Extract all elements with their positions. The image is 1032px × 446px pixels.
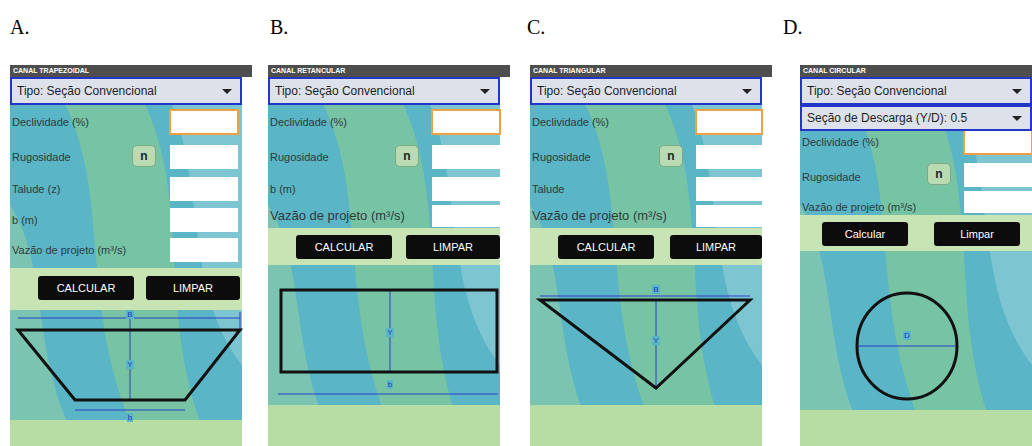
dropdown-arrow — [742, 89, 752, 94]
panel-letter: C. — [527, 16, 545, 39]
screen-b-background — [268, 65, 500, 446]
dropdown: Tipo: Seção Convencional — [800, 77, 1032, 105]
roughness-button: n — [395, 145, 419, 167]
screen-title: CANAL RETANCULAR — [268, 65, 510, 77]
dimension-label: B — [126, 310, 133, 319]
action-button: Calcular — [822, 222, 908, 246]
action-button: LIMPAR — [406, 235, 500, 259]
field-label: Vazão de projeto (m³/s) — [270, 209, 405, 224]
button-label: n — [935, 167, 942, 181]
dropdown-text: Tipo: Seção Convencional — [802, 84, 947, 98]
dropdown-text: Tipo: Seção Convencional — [532, 84, 677, 98]
app-screen: CANAL CIRCULAR Tipo: Seção ConvencionalSe… — [800, 65, 1032, 446]
dropdown: Tipo: Seção Convencional — [530, 77, 762, 105]
dropdown-text: Seção de Descarga (Y/D): 0.5 — [802, 111, 967, 125]
trapezoid-section — [18, 312, 240, 410]
screen-title: CANAL TRAPEZOIDAL — [10, 65, 252, 77]
field-label: Talude — [532, 183, 564, 196]
roughness-button: n — [132, 145, 156, 167]
action-button: CALCULAR — [296, 235, 392, 259]
button-label: CALCULAR — [577, 241, 636, 253]
panel-letter: D. — [783, 16, 802, 39]
action-button: LIMPAR — [146, 276, 240, 300]
triangular-section — [540, 296, 750, 388]
button-label: Limpar — [960, 228, 994, 240]
panel-letter: B. — [270, 16, 288, 39]
button-label: LIMPAR — [433, 241, 473, 253]
dimension-label: D — [903, 331, 911, 340]
circular-section — [857, 293, 957, 399]
field-label: Vazão de projeto (m³/s) — [802, 201, 916, 214]
field-label: Rugosidade — [12, 151, 71, 164]
field-label: Vazão de projeto (m³/s) — [12, 244, 126, 257]
screen-d-background — [800, 65, 1032, 446]
button-label: Calcular — [845, 228, 885, 240]
rectangular-section — [278, 290, 498, 394]
dropdown-text: Tipo: Seção Convencional — [270, 84, 415, 98]
action-button: CALCULAR — [558, 235, 654, 259]
dimension-label: b — [387, 380, 393, 389]
dimension-label: b — [127, 413, 133, 422]
button-label: n — [140, 149, 147, 163]
dropdown-arrow — [222, 89, 232, 94]
field-label: b (m) — [12, 214, 38, 227]
field-label: Talude (z) — [12, 183, 60, 196]
dimension-label: Y — [126, 360, 133, 369]
field-label: Declividade (%) — [802, 136, 879, 149]
screen-a-background — [10, 65, 242, 446]
dimension-label: B — [652, 285, 659, 294]
dropdown: Tipo: Seção Convencional — [268, 77, 500, 105]
field-label: Vazão de projeto (m³/s) — [532, 209, 667, 224]
dimension-label: Y — [652, 336, 659, 345]
button-label: n — [403, 149, 410, 163]
dropdown: Tipo: Seção Convencional — [10, 77, 242, 105]
button-label: CALCULAR — [57, 282, 116, 294]
screen-title: CANAL TRIANGULAR — [530, 65, 772, 77]
dropdown-arrow — [1012, 89, 1022, 94]
action-button: LIMPAR — [670, 235, 762, 259]
dimension-label: Y — [386, 328, 393, 337]
button-label: n — [667, 149, 674, 163]
panel-letter: A. — [10, 16, 29, 39]
screen-c-background — [530, 65, 762, 446]
dropdown-arrow — [1012, 116, 1022, 121]
button-label: LIMPAR — [173, 282, 213, 294]
field-label: Rugosidade — [802, 171, 861, 184]
dropdown-text: Tipo: Seção Convencional — [12, 84, 157, 98]
roughness-button: n — [927, 163, 951, 185]
field-label: Rugosidade — [270, 151, 329, 164]
field-label: Declividade (%) — [532, 116, 609, 129]
roughness-button: n — [659, 145, 683, 167]
dropdown: Seção de Descarga (Y/D): 0.5 — [800, 105, 1032, 131]
button-label: LIMPAR — [696, 241, 736, 253]
field-label: b (m) — [270, 183, 296, 196]
action-button: CALCULAR — [38, 276, 134, 300]
action-button: Limpar — [934, 222, 1020, 246]
field-label: Rugosidade — [532, 151, 591, 164]
field-label: Declividade (%) — [12, 116, 89, 129]
field-label: Declividade (%) — [270, 116, 347, 129]
dropdown-arrow — [480, 89, 490, 94]
screen-title: CANAL CIRCULAR — [800, 65, 1032, 77]
button-label: CALCULAR — [315, 241, 374, 253]
